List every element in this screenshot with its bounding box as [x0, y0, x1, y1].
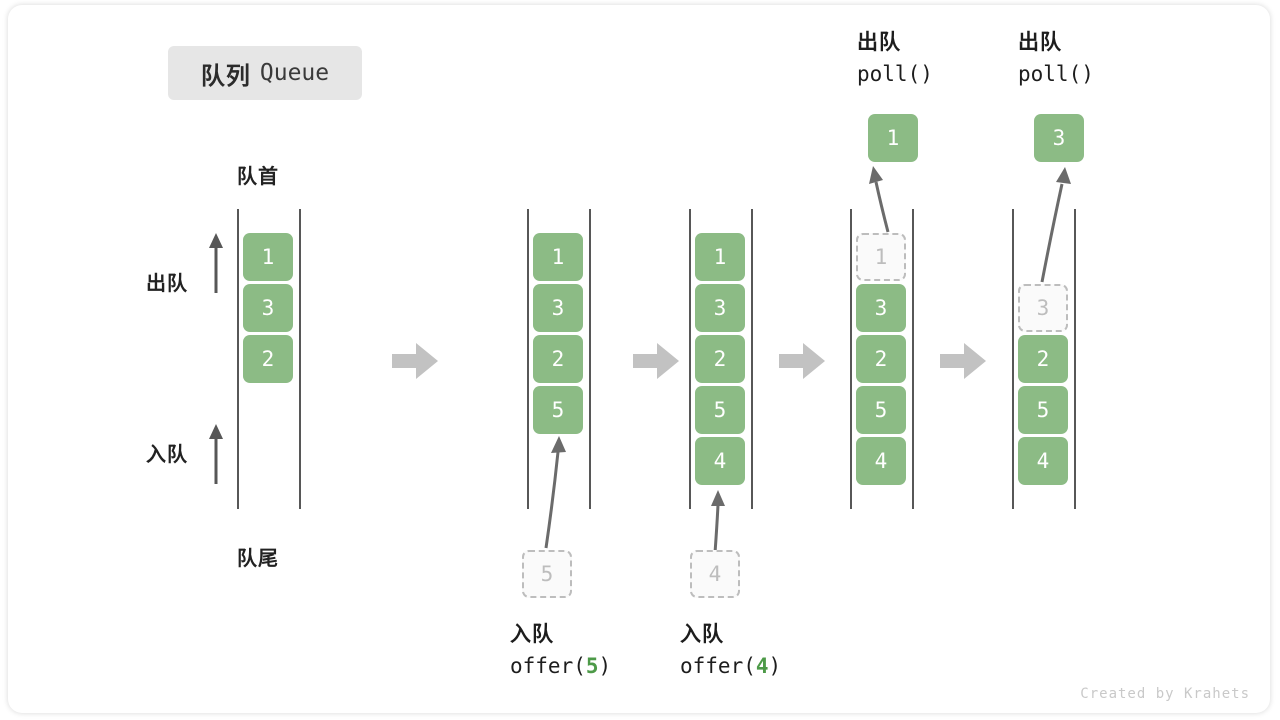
outgoing-element: 1 [868, 114, 918, 162]
rail-left [237, 209, 239, 509]
title-en: Queue [259, 60, 330, 86]
incoming-element-ghost: 5 [522, 550, 572, 598]
operation-code: offer(4) [680, 654, 782, 678]
right-block-arrow-icon [779, 343, 825, 379]
queue-state-2: 1 3 2 5 [527, 209, 591, 509]
queue-state-3: 1 3 2 5 4 [689, 209, 753, 509]
queue-cell: 2 [243, 335, 293, 383]
outgoing-element: 3 [1034, 114, 1084, 162]
operation-name: 入队 [680, 623, 724, 646]
up-arrow-icon [209, 233, 223, 293]
operation-offer-5: 入队 offer(5) [510, 620, 611, 682]
queue-state-5: 3 2 5 4 [1012, 209, 1076, 509]
title-cn: 队列 [200, 62, 251, 90]
right-block-arrow-icon [633, 343, 679, 379]
queue-state-4: 1 3 2 5 4 [850, 209, 914, 509]
enqueue-side-label: 入队 [146, 444, 188, 466]
queue-cell: 5 [1018, 386, 1068, 434]
queue-cell: 1 [695, 233, 745, 281]
queue-cell: 3 [533, 284, 583, 332]
operation-code: poll() [857, 62, 933, 86]
operation-code: offer(5) [510, 654, 612, 678]
queue-cell: 5 [695, 386, 745, 434]
rail-right [751, 209, 753, 509]
queue-head-label: 队首 [237, 166, 279, 188]
rail-left [850, 209, 852, 509]
rail-right [1074, 209, 1076, 509]
queue-cell: 3 [243, 284, 293, 332]
right-block-arrow-icon [392, 343, 438, 379]
queue-cell: 2 [856, 335, 906, 383]
rail-right [589, 209, 591, 509]
operation-code: poll() [1018, 62, 1094, 86]
queue-cell: 5 [533, 386, 583, 434]
queue-cell: 4 [856, 437, 906, 485]
operation-poll-1: 出队 poll() [857, 28, 933, 90]
operation-name: 出队 [1018, 31, 1062, 54]
operation-offer-4: 入队 offer(4) [680, 620, 781, 682]
queue-cell: 1 [533, 233, 583, 281]
queue-cell: 1 [243, 233, 293, 281]
rail-right [912, 209, 914, 509]
queue-cell-ghost: 3 [1018, 284, 1068, 332]
queue-cell: 3 [695, 284, 745, 332]
queue-cell: 2 [1018, 335, 1068, 383]
title-badge: 队列 Queue [168, 46, 362, 100]
rail-left [689, 209, 691, 509]
operation-poll-3: 出队 poll() [1018, 28, 1094, 90]
up-arrow-icon [209, 424, 223, 484]
queue-cell: 4 [1018, 437, 1068, 485]
operation-name: 出队 [857, 31, 901, 54]
queue-state-1: 1 3 2 [237, 209, 301, 509]
queue-cell: 5 [856, 386, 906, 434]
rail-left [1012, 209, 1014, 509]
rail-right [299, 209, 301, 509]
queue-cell: 2 [533, 335, 583, 383]
queue-cell: 2 [695, 335, 745, 383]
rail-left [527, 209, 529, 509]
dequeue-side-label: 出队 [146, 273, 188, 295]
queue-cell: 4 [695, 437, 745, 485]
queue-tail-label: 队尾 [237, 548, 279, 570]
right-block-arrow-icon [940, 343, 986, 379]
operation-name: 入队 [510, 623, 554, 646]
queue-cell: 3 [856, 284, 906, 332]
watermark: Created by Krahets [1080, 686, 1250, 702]
queue-cell-ghost: 1 [856, 233, 906, 281]
incoming-element-ghost: 4 [690, 550, 740, 598]
